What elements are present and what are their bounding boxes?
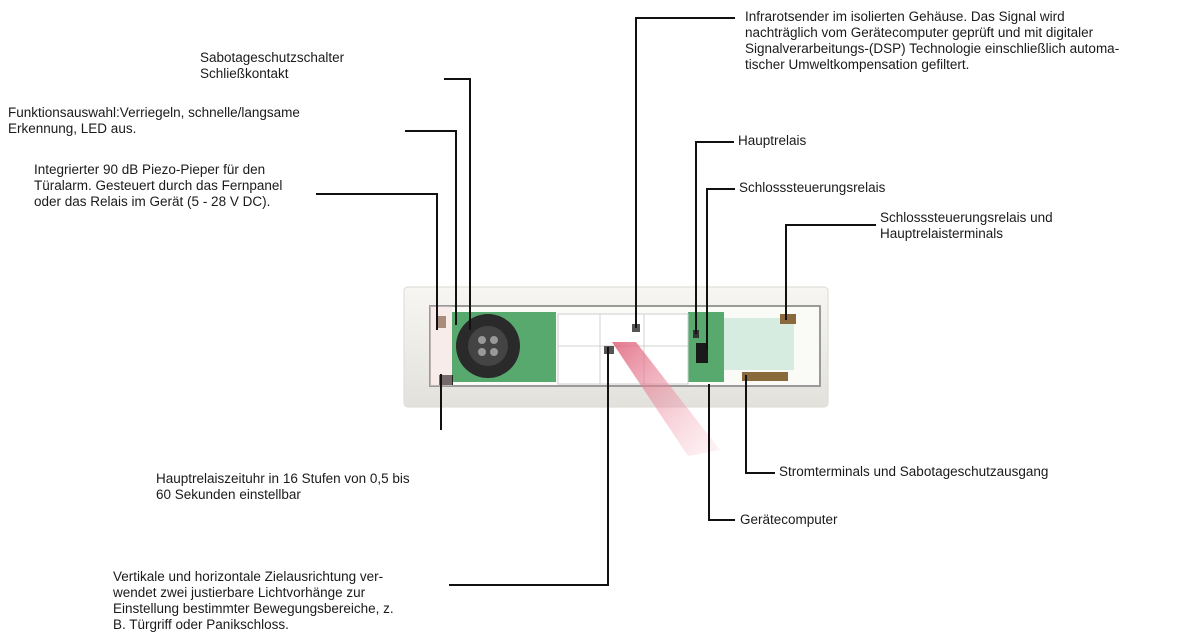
leader-ir-sender [635, 17, 735, 328]
label-lock-relay: Schlosssteuerungsrelais [739, 180, 886, 195]
leader-sabotage-switch [444, 78, 471, 330]
label-relay-timer: Hauptrelaiszeituhr in 16 Stufen von 0,5 … [156, 471, 410, 502]
piezo-buzzer [456, 314, 520, 378]
terminal-block [742, 372, 788, 381]
label-function-select: Funktionsauswahl:Verriegeln, schnelle/la… [8, 105, 300, 136]
leader-function-select [405, 130, 457, 325]
leader-power-terminals [745, 375, 775, 474]
label-aiming: Vertikale und horizontale Zielausrichtun… [113, 569, 394, 632]
leader-aiming [449, 347, 609, 586]
label-device-computer: Gerätecomputer [740, 512, 838, 527]
label-main-relay: Hauptrelais [738, 133, 807, 148]
label-power-terminals: Stromterminals und Sabotageschutzausgang [779, 464, 1049, 479]
label-lock-main-terminals: Schlosssteuerungsrelais und Hauptrelaist… [880, 210, 1053, 241]
lock-relay [696, 343, 708, 363]
leader-lock-main-terminals [785, 224, 876, 320]
light-beam [612, 342, 720, 456]
label-ir-sender: Infrarotsender im isolierten Gehäuse. Da… [745, 9, 1120, 72]
leader-device-computer [708, 384, 735, 521]
leader-main-relay [695, 141, 734, 334]
leader-piezo [316, 193, 438, 330]
ir-window [557, 313, 689, 385]
leader-lock-relay [706, 188, 735, 350]
label-sabotage-switch: Sabotageschutzschalter Schließkontakt [200, 50, 345, 81]
label-piezo: Integrierter 90 dB Piezo-Pieper für den … [34, 162, 283, 209]
